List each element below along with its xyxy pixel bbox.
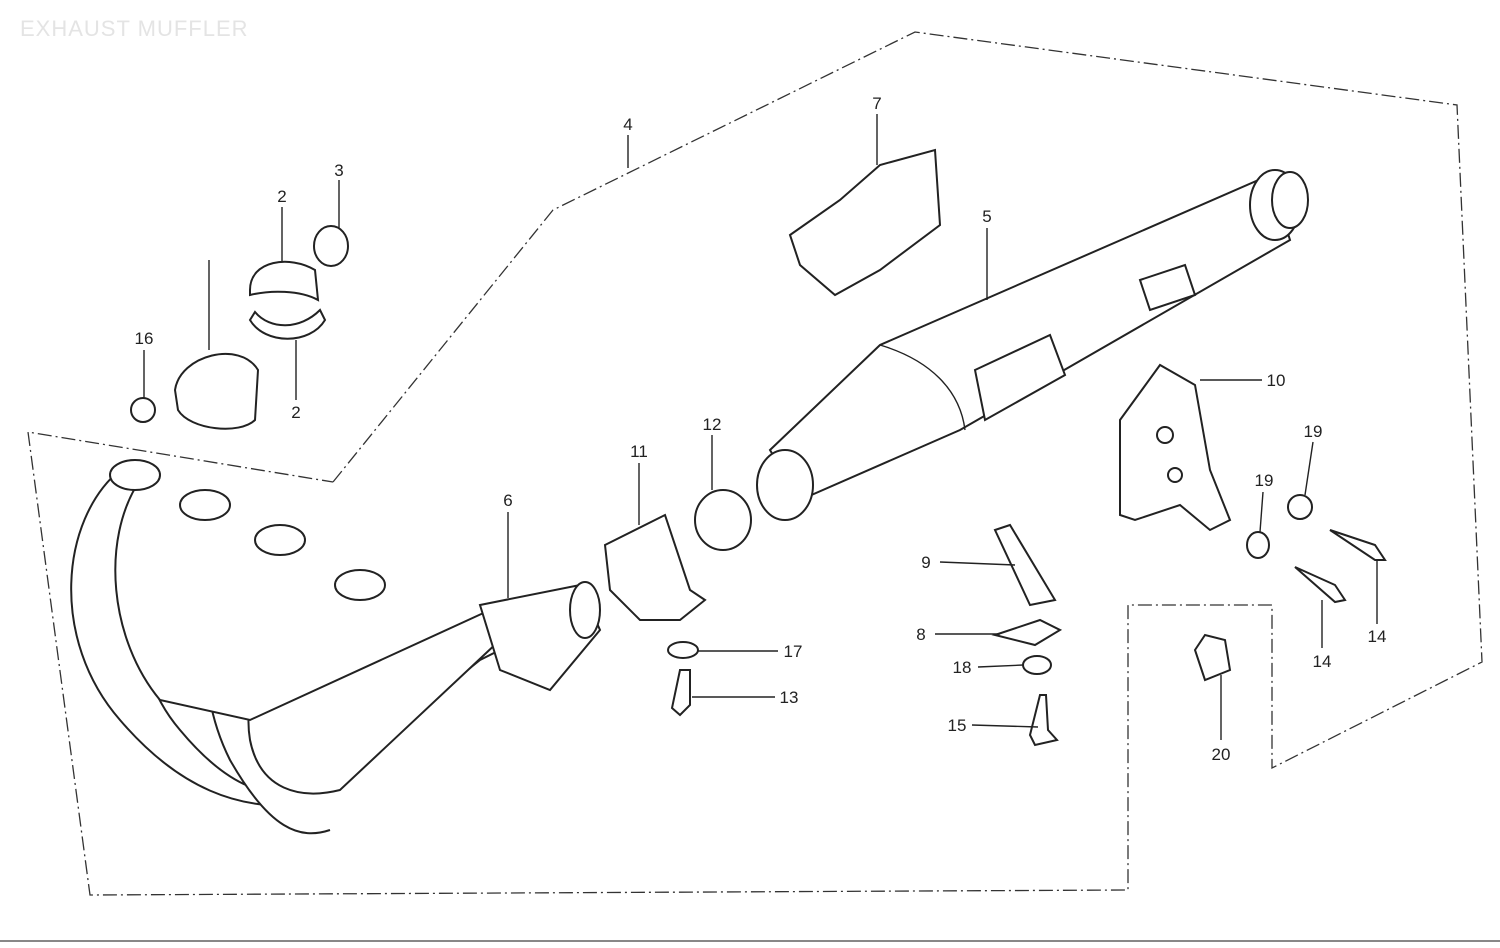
callout-12: 12 [703,415,722,434]
callout-4: 4 [623,115,632,134]
callout-9: 9 [921,553,930,572]
callout-18: 18 [953,658,972,677]
callout-14: 14 [1368,627,1387,646]
callout-6: 6 [503,491,512,510]
heat-shield [788,148,942,297]
callout-17: 17 [784,642,803,661]
callout-8: 8 [916,625,925,644]
leader-lines [143,114,1378,740]
callout-7: 7 [872,94,881,113]
gasket-parts [130,225,1387,747]
callout-10: 10 [1267,371,1286,390]
muffler-bracket [1119,363,1232,532]
callout-20: 20 [1212,745,1231,764]
callout-3: 3 [334,161,343,180]
diagram-title: EXHAUST MUFFLER [20,16,249,41]
callout-5: 5 [982,207,991,226]
callout-19: 19 [1304,422,1323,441]
bottom-border [0,940,1500,942]
callout-2: 2 [277,187,286,206]
callout-13: 13 [780,688,799,707]
group-boundary-upper [27,31,1483,896]
callout-15: 15 [948,716,967,735]
callout-11: 11 [630,442,648,461]
callout-2: 2 [291,403,300,422]
exhaust-header-pipes [70,459,602,835]
callout-19: 19 [1255,471,1274,490]
callout-16: 16 [135,329,154,348]
callout-14: 14 [1313,652,1332,671]
muffler [756,169,1309,521]
